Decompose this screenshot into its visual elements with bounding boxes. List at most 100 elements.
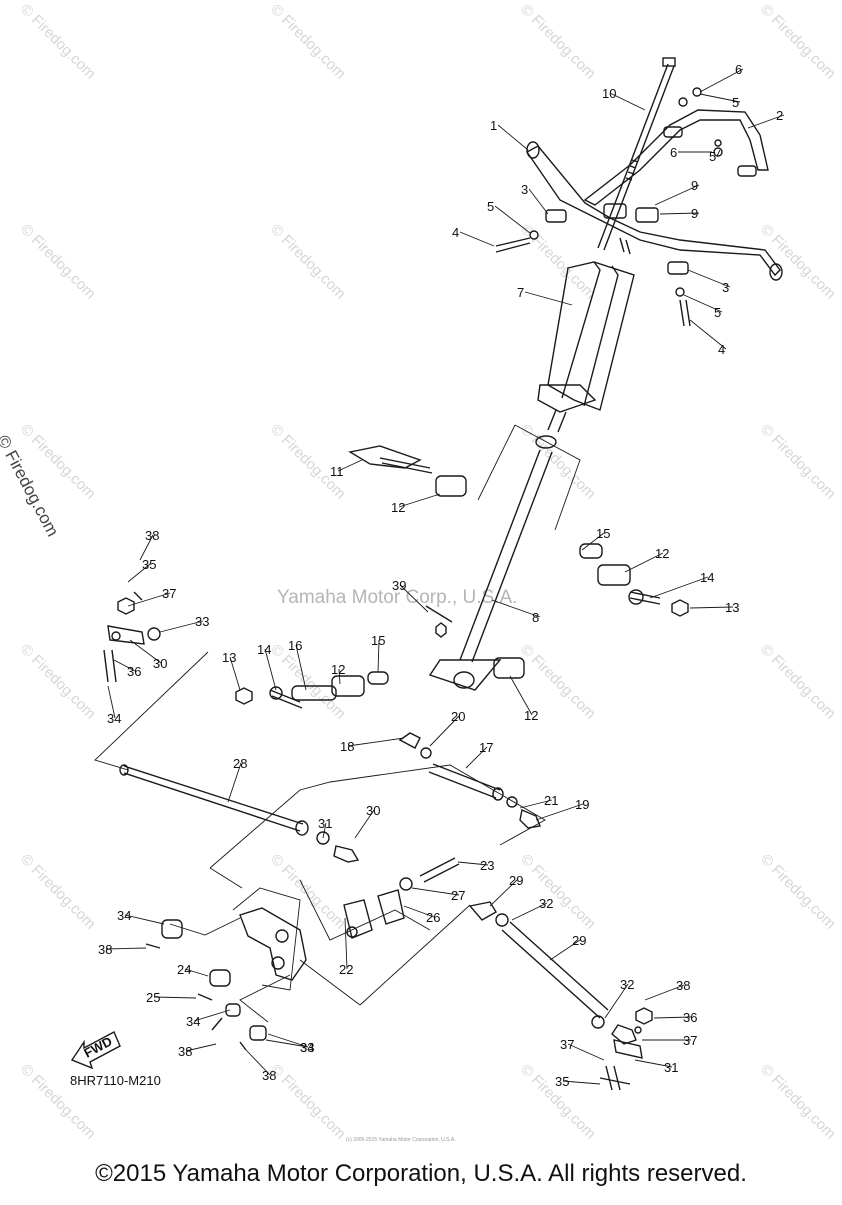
callout-number: 34 bbox=[186, 1014, 200, 1029]
fine-print: (c) 2005-2015 Yamaha Motor Corporation, … bbox=[346, 1137, 456, 1143]
callout-number: 37 bbox=[162, 586, 176, 601]
callout-number: 33 bbox=[300, 1040, 314, 1055]
callout-leader bbox=[653, 1016, 692, 1019]
callout-leader bbox=[185, 1043, 217, 1052]
callout-number: 34 bbox=[117, 908, 131, 923]
callout-leader bbox=[497, 124, 529, 151]
callout-number: 26 bbox=[426, 910, 440, 925]
callout-leader bbox=[139, 534, 154, 561]
callout-leader bbox=[322, 822, 327, 839]
callout-number: 29 bbox=[509, 873, 523, 888]
callout-leader bbox=[193, 1009, 231, 1022]
watermark-tile: © Firedog.com bbox=[17, 1, 99, 83]
callout-leader bbox=[689, 319, 727, 350]
callout-number: 20 bbox=[451, 709, 465, 724]
callout-number: 35 bbox=[555, 1074, 569, 1089]
callout-number: 38 bbox=[145, 528, 159, 543]
callout-leader bbox=[124, 914, 165, 925]
callout-leader bbox=[338, 668, 341, 685]
callout-labels: 1233445555667899101112121212131314141515… bbox=[98, 62, 785, 1089]
callout-leader bbox=[465, 746, 488, 769]
callout-leader bbox=[528, 188, 549, 215]
callout-number: 14 bbox=[257, 642, 271, 657]
callout-number: 21 bbox=[544, 793, 558, 808]
watermark-tile: © Firedog.com bbox=[17, 221, 99, 303]
callout-number: 28 bbox=[233, 756, 247, 771]
callout-number: 6 bbox=[735, 62, 742, 77]
tie-rods bbox=[119, 732, 637, 1045]
callout-leader bbox=[535, 803, 584, 821]
callout-leader bbox=[609, 92, 646, 111]
watermark-tile: © Firedog.com bbox=[17, 641, 99, 723]
callout-leader bbox=[562, 1080, 601, 1085]
callout-leader bbox=[654, 184, 700, 206]
callout-leader bbox=[377, 639, 380, 673]
right-ball-joint bbox=[599, 1007, 653, 1091]
callout-number: 38 bbox=[178, 1044, 192, 1059]
callout-leader bbox=[245, 1049, 271, 1076]
callout-leader bbox=[127, 563, 151, 583]
callout-leader bbox=[581, 532, 605, 551]
callout-number: 13 bbox=[222, 650, 236, 665]
callout-leader bbox=[649, 576, 709, 599]
callout-number: 5 bbox=[732, 95, 739, 110]
handlebar bbox=[525, 109, 783, 281]
handlebar-clamps bbox=[495, 87, 757, 327]
watermark-tile: © Firedog.com bbox=[757, 421, 839, 503]
watermark-tile: © Firedog.com bbox=[267, 1, 349, 83]
callout-number: 38 bbox=[98, 942, 112, 957]
callout-leader bbox=[634, 1059, 673, 1068]
watermark-tile: © Firedog.com bbox=[267, 641, 349, 723]
callout-number: 5 bbox=[709, 149, 716, 164]
callout-leader bbox=[295, 644, 307, 691]
watermark-tile: © Firedog.com bbox=[517, 851, 599, 933]
callout-number: 34 bbox=[107, 711, 121, 726]
callout-number: 3 bbox=[722, 280, 729, 295]
callout-leader bbox=[687, 269, 731, 288]
callout-number: 34 bbox=[300, 1040, 314, 1055]
callout-number: 14 bbox=[700, 570, 714, 585]
callout-leader bbox=[716, 149, 721, 157]
watermark-tile: © Firedog.com bbox=[17, 851, 99, 933]
watermark-tile: © Firedog.com bbox=[267, 421, 349, 503]
callout-leader bbox=[509, 675, 533, 716]
callout-number: 7 bbox=[517, 285, 524, 300]
callout-number: 19 bbox=[575, 797, 589, 812]
callout-leader bbox=[524, 291, 573, 306]
callout-leader bbox=[699, 93, 741, 103]
callout-number: 6 bbox=[670, 145, 677, 160]
callout-number: 18 bbox=[340, 739, 354, 754]
callout-leader bbox=[459, 231, 495, 247]
callout-number: 38 bbox=[262, 1068, 276, 1083]
callout-leader bbox=[399, 584, 429, 613]
callout-number: 8 bbox=[532, 610, 539, 625]
callout-number: 12 bbox=[655, 546, 669, 561]
frame-lines bbox=[94, 424, 581, 1023]
callout-number: 15 bbox=[596, 526, 610, 541]
watermark-tile: © Firedog.com bbox=[757, 1, 839, 83]
callout-number: 23 bbox=[480, 858, 494, 873]
callout-number: 36 bbox=[127, 664, 141, 679]
long-bolt bbox=[597, 57, 676, 251]
bellcrank bbox=[145, 857, 460, 1051]
callout-number: 33 bbox=[195, 614, 209, 629]
callout-leader bbox=[105, 947, 147, 950]
callout-number: 30 bbox=[366, 803, 380, 818]
callout-number: 16 bbox=[288, 638, 302, 653]
watermark-tile: © Firedog.com bbox=[757, 221, 839, 303]
callout-leader bbox=[457, 861, 489, 866]
callout-number: 35 bbox=[142, 557, 156, 572]
callout-number: 3 bbox=[521, 182, 528, 197]
left-ball-joint bbox=[103, 591, 161, 683]
callout-number: 12 bbox=[331, 662, 345, 677]
callout-number: 17 bbox=[479, 740, 493, 755]
callout-leader bbox=[113, 659, 136, 672]
callout-number: 37 bbox=[683, 1033, 697, 1048]
steering-column bbox=[428, 384, 597, 691]
callout-leader bbox=[644, 984, 685, 1001]
callout-number: 10 bbox=[602, 86, 616, 101]
callout-number: 4 bbox=[718, 342, 725, 357]
callout-leader bbox=[398, 493, 441, 508]
callout-number: 27 bbox=[451, 888, 465, 903]
